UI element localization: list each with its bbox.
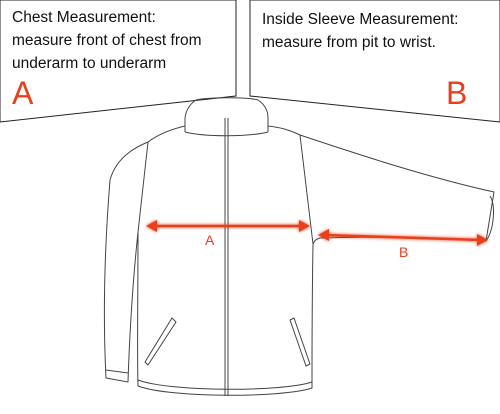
sleeve-arrow-left-head — [318, 229, 329, 241]
sleeve-arrow-right-head — [477, 234, 488, 246]
chest-arrow-label: A — [205, 232, 215, 248]
collar-front — [184, 118, 269, 137]
callout-a-letter: A — [12, 75, 34, 111]
right-sleeve — [299, 134, 495, 245]
right-pocket — [289, 317, 311, 367]
right-cuff — [485, 195, 494, 242]
left-pocket — [144, 317, 177, 366]
collar — [184, 97, 269, 119]
callout-a: Chest Measurement: measure front of ches… — [0, 0, 237, 123]
sleeve-measurement-arrow — [318, 229, 488, 246]
left-cuff — [105, 369, 129, 374]
sleeve-arrow-label: B — [399, 244, 408, 260]
callout-b-line2: measure from pit to wrist. — [262, 34, 436, 51]
chest-arrow-right-head — [299, 220, 310, 232]
callout-b: Inside Sleeve Measurement: measure from … — [249, 0, 500, 123]
chest-arrow-left-head — [146, 220, 157, 232]
callout-a-line2: measure front of chest from — [12, 32, 202, 49]
callout-b-box — [249, 0, 500, 123]
callout-a-line3: underarm to underarm — [12, 55, 166, 72]
callout-b-title: Inside Sleeve Measurement: — [262, 11, 458, 28]
center-zipper — [224, 118, 229, 396]
callout-b-letter: B — [446, 75, 467, 111]
jacket-outline — [103, 97, 495, 396]
callout-a-box — [0, 0, 237, 123]
callout-a-title: Chest Measurement: — [12, 9, 156, 26]
chest-measurement-arrow — [146, 220, 310, 232]
left-sleeve — [103, 141, 149, 383]
hem-band — [137, 379, 313, 390]
